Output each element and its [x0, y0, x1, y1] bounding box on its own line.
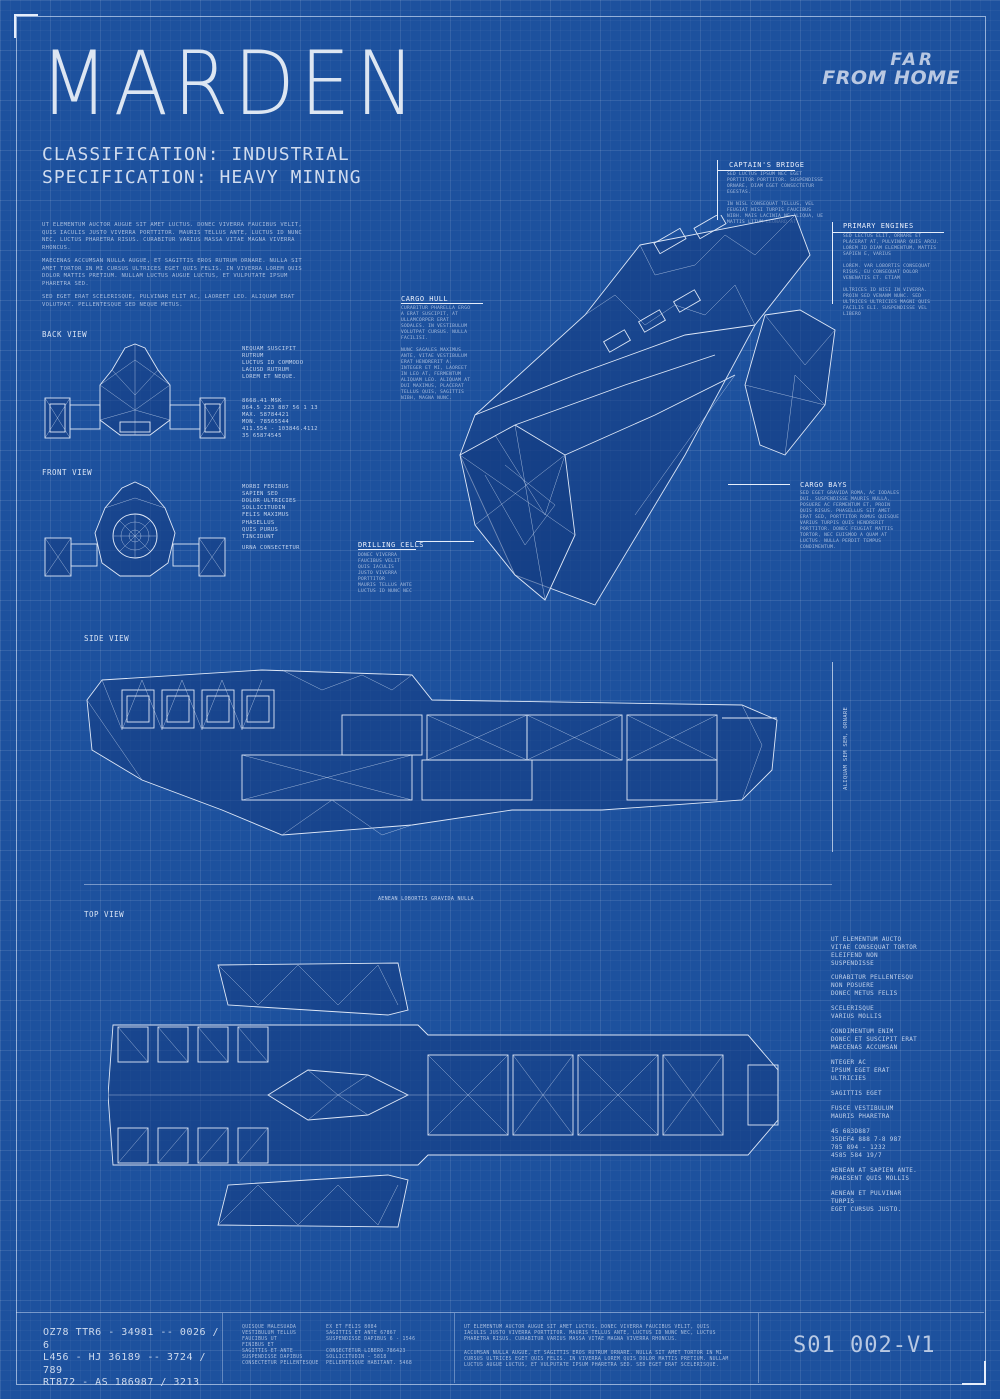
specification-text: SPECIFICATION: HEAVY MINING [42, 167, 362, 188]
logo-line-2: FROM HOME [822, 67, 960, 89]
side-view-drawing [86, 669, 778, 836]
back-view-drawing [44, 343, 226, 439]
footer-specs-b: EX ET FELIS 8084 SAGITTIS ET ANTE 67867 … [326, 1325, 416, 1366]
front-view-drawing [44, 481, 226, 577]
footer-specs-a: QUISQUE MALESUADA VESTIBULUM TELLUS FAUC… [242, 1325, 319, 1366]
front-notes-a: MORBI FERIBUS SAPIEN SED DOLOR ULTRICIES… [242, 484, 297, 518]
footer-text-a: UT ELEMENTUM AUCTOR AUGUE SIT AMET LUCTU… [464, 1325, 716, 1342]
classification-text: CLASSIFICATION: INDUSTRIAL [42, 144, 350, 165]
intro-paragraph-3: SED EGET ERAT SCELERISQUE, PULVINAR ELIT… [42, 294, 295, 308]
right-note-5: NTEGER AC IPSUM EGET ERAT ULTRICIES [831, 1059, 890, 1082]
cargo-bays-callout-label: CARGO BAYS [800, 481, 848, 489]
engines-callout-label: PRIMARY ENGINES [843, 222, 914, 230]
cargo-hull-callout-text: CURABITUR PHARELLA ERGO A ERAT SUSCIPIT,… [401, 306, 471, 401]
cargo-hull-callout-label: CARGO HULL [401, 295, 449, 303]
back-view-label: BACK VIEW [42, 330, 88, 339]
drilling-callout-text: DONEC VIVERRA FAUCIBUS VELIT QUIS IACULI… [358, 553, 413, 594]
front-notes-b: PHASELLUS QUIS PURUS TINCIDUNT [242, 520, 279, 540]
poster-frame [16, 16, 986, 1385]
footer-text-b: ACCUMSAN NULLA AUGUE, ET SAGITTIS EROS R… [464, 1351, 729, 1368]
right-note-6: SAGITTIS EGET [831, 1090, 882, 1097]
ship-title: MARDEN [40, 32, 421, 135]
logo-line-1: FAR [890, 50, 935, 70]
game-logo: FAR FROM HOME [822, 52, 960, 88]
intro-text: UT ELEMENTUM AUCTOR AUGUE SIT AMET LUCTU… [42, 222, 307, 309]
right-note-9: AENEAN AT SAPIEN ANTE. PRAESENT QUIS MOL… [831, 1167, 918, 1182]
back-notes-a: NEQUAM SUSCIPIT RUTRUM LUCTUS ID COMMODO… [242, 346, 304, 380]
cargo-bays-callout-line [728, 484, 790, 485]
side-vertical-note: ALIQUAM SEM SEM, ORNARE [843, 706, 849, 790]
center-caption: AENEAN LOBORTIS GRAVIDA NULLA [378, 896, 474, 902]
perspective-view-drawing [459, 215, 836, 606]
right-note-4: CONDIMENTUM ENIM DONEC ET SUSCIPIT ERAT … [831, 1028, 918, 1051]
bridge-callout-line [717, 160, 718, 220]
cargo-bays-callout-text: SED EGET GRAVIDA ROMA, AC IODALES DUI. S… [800, 491, 900, 550]
back-notes-b: 8668.41 MSK 864.5 223 887 56 1 13 MAX. 5… [242, 398, 318, 439]
side-view-rule [832, 662, 833, 852]
engines-callout-text: SED LECTUS ELIT, ORNARE ET PLACERAT AT, … [843, 234, 940, 317]
footer-code-3: RT872 - AS 186987 / 3213 [43, 1377, 200, 1388]
drilling-callout-line [416, 541, 474, 542]
right-note-10: AENEAN ET PULVINAR TURPIS EGET CURSUS JU… [831, 1190, 902, 1213]
bridge-callout-label: CAPTAIN'S BRIDGE [729, 161, 805, 169]
top-view-label: TOP VIEW [84, 910, 125, 919]
footer-codes-cell: OZ78 TTR6 - 34981 -- 0026 / 6 L456 - HJ … [16, 1313, 223, 1388]
right-note-8: 45 683D887 35DEF4 888 7-8 987 785 894 - … [831, 1128, 902, 1159]
footer-bar: OZ78 TTR6 - 34981 -- 0026 / 6 L456 - HJ … [16, 1312, 984, 1388]
drilling-callout-underline [358, 549, 416, 550]
bridge-callout-underline [717, 170, 795, 171]
engines-callout-line [832, 222, 833, 304]
footer-code-2: L456 - HJ 36189 -- 3724 / 789 [43, 1352, 207, 1376]
intro-paragraph-2: MAECENAS ACCUMSAN NULLA AUGUE, ET SAGITT… [42, 258, 303, 287]
footer-codes: OZ78 TTR6 - 34981 -- 0026 / 6 L456 - HJ … [43, 1327, 222, 1390]
right-note-3: SCELERISQUE VARIUS MOLLIS [831, 1005, 882, 1020]
footer-specs-cell: QUISQUE MALESUADA VESTIBULUM TELLUS FAUC… [222, 1313, 455, 1383]
right-notes: UT ELEMENTUM AUCTO VITAE CONSEQUAT TORTO… [831, 936, 981, 1214]
footer-code-1: OZ78 TTR6 - 34981 -- 0026 / 6 [43, 1327, 220, 1351]
section-divider [84, 884, 832, 885]
drilling-callout-label: DRILLING CELLS [358, 541, 425, 549]
right-note-1: UT ELEMENTUM AUCTO VITAE CONSEQUAT TORTO… [831, 936, 918, 967]
top-view-drawing [108, 962, 779, 1228]
corner-mark-bottom-right [962, 1361, 986, 1385]
front-view-label: FRONT VIEW [42, 468, 93, 477]
front-notes-c: URNA CONSECTETUR [242, 545, 300, 551]
intro-paragraph-1: UT ELEMENTUM AUCTOR AUGUE SIT AMET LUCTU… [42, 222, 303, 251]
cargo-hull-callout-underline [401, 303, 483, 304]
right-note-7: FUSCE VESTIBULUM MAURIS PHARETRA [831, 1105, 894, 1120]
side-view-label: SIDE VIEW [84, 634, 130, 643]
right-note-2: CURABITUR PELLENTESQU NON POSUERE DONEC … [831, 974, 914, 997]
footer-text-cell: UT ELEMENTUM AUCTOR AUGUE SIT AMET LUCTU… [454, 1313, 759, 1383]
version-code: S01 002-V1 [793, 1333, 936, 1358]
corner-mark-top-left [14, 14, 38, 38]
engines-callout-underline [832, 232, 944, 233]
